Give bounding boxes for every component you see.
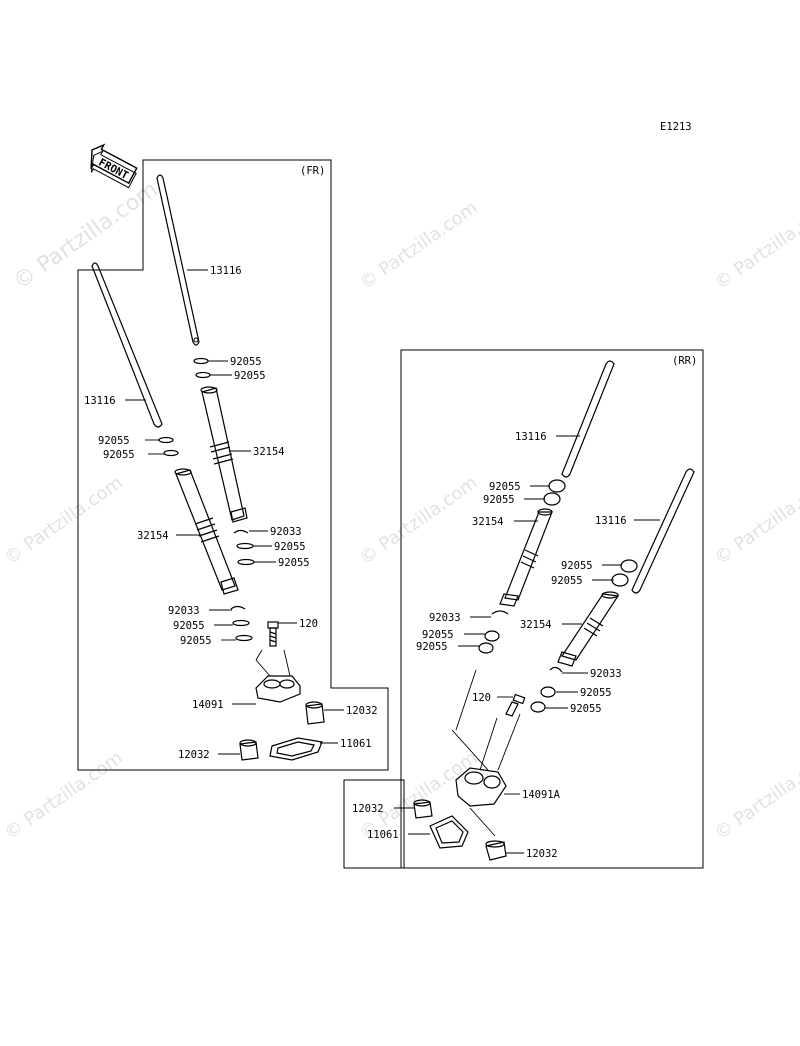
bolt-120: [505, 693, 526, 717]
watermark: © Partzilla.com: [711, 197, 800, 294]
clip-92033: [233, 529, 249, 534]
pushrod-tube-32154: [499, 508, 553, 607]
fr-leader-lines: [125, 269, 344, 755]
o-ring-92055: [158, 436, 174, 444]
pushrod-13116: [91, 262, 163, 428]
pushrod-tube-32154: [200, 386, 248, 523]
clip-92033: [549, 666, 563, 673]
callout-label: 32154: [137, 530, 169, 542]
o-ring-92055: [193, 357, 209, 365]
callout-label: 12032: [178, 749, 210, 761]
watermark: © Partzilla.com: [711, 747, 800, 844]
callout-label: 92055: [173, 620, 205, 632]
callout-label: 13116: [210, 265, 242, 277]
dowel-12032: [305, 701, 325, 725]
o-ring-92055: [195, 371, 211, 379]
gasket-11061: [269, 737, 323, 761]
holder-14091A: [451, 669, 521, 807]
callout-label: 12032: [526, 848, 558, 860]
dowel-12032: [413, 799, 433, 819]
rr-panel-title: (RR): [672, 355, 697, 367]
pushrod-13116: [156, 174, 200, 346]
callout-label: 32154: [253, 446, 285, 458]
callout-label: 13116: [515, 431, 547, 443]
callout-label: 92055: [103, 449, 135, 461]
o-ring-92055: [163, 449, 179, 457]
callout-label: 92055: [483, 494, 515, 506]
gasket-11061: [429, 815, 469, 849]
rr-panel: (RR): [343, 349, 704, 869]
o-ring-92055: [620, 559, 638, 573]
callout-label: 92033: [429, 612, 461, 624]
callout-label: 92055: [416, 641, 448, 653]
o-ring-92055: [236, 542, 254, 550]
callout-label: 32154: [520, 619, 552, 631]
watermark: © Partzilla.com: [356, 197, 482, 294]
callout-label: 13116: [595, 515, 627, 527]
o-ring-92055: [478, 642, 494, 654]
callout-label: 12032: [352, 803, 384, 815]
callout-label: 12032: [346, 705, 378, 717]
diagram-code: E1213: [660, 121, 692, 133]
callout-label: 120: [299, 618, 318, 630]
o-ring-92055: [237, 558, 255, 566]
callout-label: 32154: [472, 516, 504, 528]
bolt-120: [267, 621, 279, 647]
callout-label: 92055: [489, 481, 521, 493]
callout-label: 92055: [422, 629, 454, 641]
callout-label: 92055: [580, 687, 612, 699]
callout-label: 92033: [270, 526, 302, 538]
o-ring-92055: [548, 479, 566, 493]
callout-label: 92055: [234, 370, 266, 382]
callout-label: 92055: [278, 557, 310, 569]
fr-panel-title: (FR): [300, 165, 325, 177]
callout-label: 14091A: [522, 789, 561, 801]
callout-label: 120: [472, 692, 491, 704]
callout-label: 11061: [340, 738, 372, 750]
rr-panel-frame: [400, 349, 704, 869]
o-ring-92055: [484, 630, 500, 642]
callout-label: 92033: [590, 668, 622, 680]
fr-callouts: 13116 13116 92055 92055 92055 92055 3215…: [84, 265, 378, 761]
callout-label: 92055: [561, 560, 593, 572]
watermark-layer: © Partzilla.com © Partzilla.com © Partzi…: [1, 177, 800, 844]
rr-leader-lines: [394, 435, 660, 854]
fr-panel-frame: [77, 159, 389, 771]
callout-label: 11061: [367, 829, 399, 841]
callout-label: 14091: [192, 699, 224, 711]
o-ring-92055: [611, 573, 629, 587]
dowel-12032: [469, 807, 507, 861]
callout-label: 92055: [180, 635, 212, 647]
watermark: © Partzilla.com: [9, 177, 162, 295]
watermark: © Partzilla.com: [1, 472, 127, 569]
rr-callouts: 13116 92055 92055 32154 13116 92055 9205…: [352, 431, 627, 860]
pushrod-tube-32154: [557, 591, 620, 667]
clip-92033: [491, 610, 509, 615]
clip-92033: [230, 605, 246, 610]
callout-label: 92055: [98, 435, 130, 447]
watermark: © Partzilla.com: [711, 472, 800, 569]
holder-14091: [255, 649, 301, 703]
o-ring-92055: [543, 492, 561, 506]
dowel-12032: [239, 739, 259, 761]
front-arrow-icon: FRONT: [90, 143, 138, 189]
callout-label: 92055: [230, 356, 262, 368]
o-ring-92055: [232, 619, 250, 627]
pushrod-tube-32154: [174, 468, 239, 595]
watermark: © Partzilla.com: [356, 472, 482, 569]
o-ring-92055: [530, 701, 546, 713]
callout-label: 92055: [570, 703, 602, 715]
callout-label: 92055: [274, 541, 306, 553]
fr-panel: (FR): [77, 159, 389, 771]
callout-label: 92055: [551, 575, 583, 587]
o-ring-92055: [540, 686, 556, 698]
pushrod-13116: [631, 468, 695, 594]
watermark: © Partzilla.com: [1, 747, 127, 844]
o-ring-92055: [235, 634, 253, 642]
callout-label: 92033: [168, 605, 200, 617]
callout-label: 13116: [84, 395, 116, 407]
pushrod-13116: [561, 360, 615, 478]
